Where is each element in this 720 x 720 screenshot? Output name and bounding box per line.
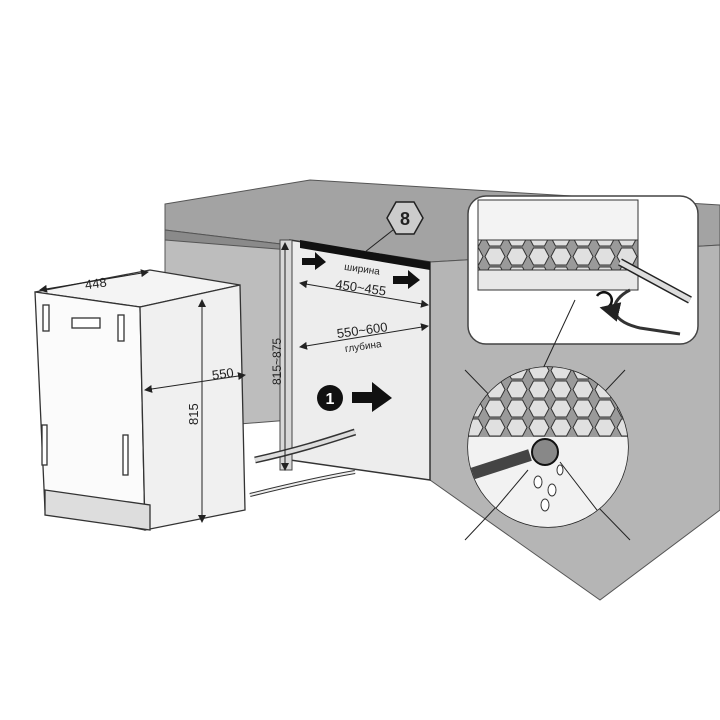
niche-depth-word: глубина [344,338,383,355]
door-slot [41,424,48,466]
hinge-bracket [117,314,125,342]
niche-depth-label: 550~600 [336,319,389,341]
dishwasher [34,269,246,531]
niche-width-label: 450~455 [335,277,388,299]
step-number-text: 1 [326,391,335,408]
dim-line-width-448 [39,269,149,293]
step-badge-text: 8 [400,209,410,229]
magnified-detail-circle [464,366,631,541]
water-drops [533,464,564,512]
magnified-nut [531,438,559,466]
rotate-arrow-icon [595,291,622,322]
door-slot [122,434,129,476]
dishwasher-base [44,489,151,531]
dimension-lines [39,229,429,523]
dishwasher-height-label: 815 [186,403,201,425]
callout-leader-8 [364,229,394,253]
niche-width-word: ширина [343,262,380,278]
hinge-bracket [42,304,50,332]
arrow-right-icon [302,252,326,270]
arrow-right-icon [393,270,420,289]
direction-arrows [302,252,420,412]
step-badge-8: 8 [386,201,424,235]
hoses [249,428,357,497]
dim-line-niche-width [299,280,429,308]
slide-in-arrow-icon [352,382,392,412]
dim-line-depth-550 [144,372,246,393]
control-panel-slot [71,317,101,329]
dishwasher-depth-label: 550 [211,365,235,383]
niche-height-label: 815~875 [270,338,284,385]
dishwasher-side [139,284,246,531]
step-number-1: 1 [317,385,343,411]
dim-line-niche-depth [299,323,429,350]
detail-inset-hose-connection [467,195,699,376]
magnified-hose [468,449,532,481]
mounting-strip [300,240,430,270]
inset-leader [539,299,576,376]
dishwasher-width-label: 448 [84,274,108,292]
